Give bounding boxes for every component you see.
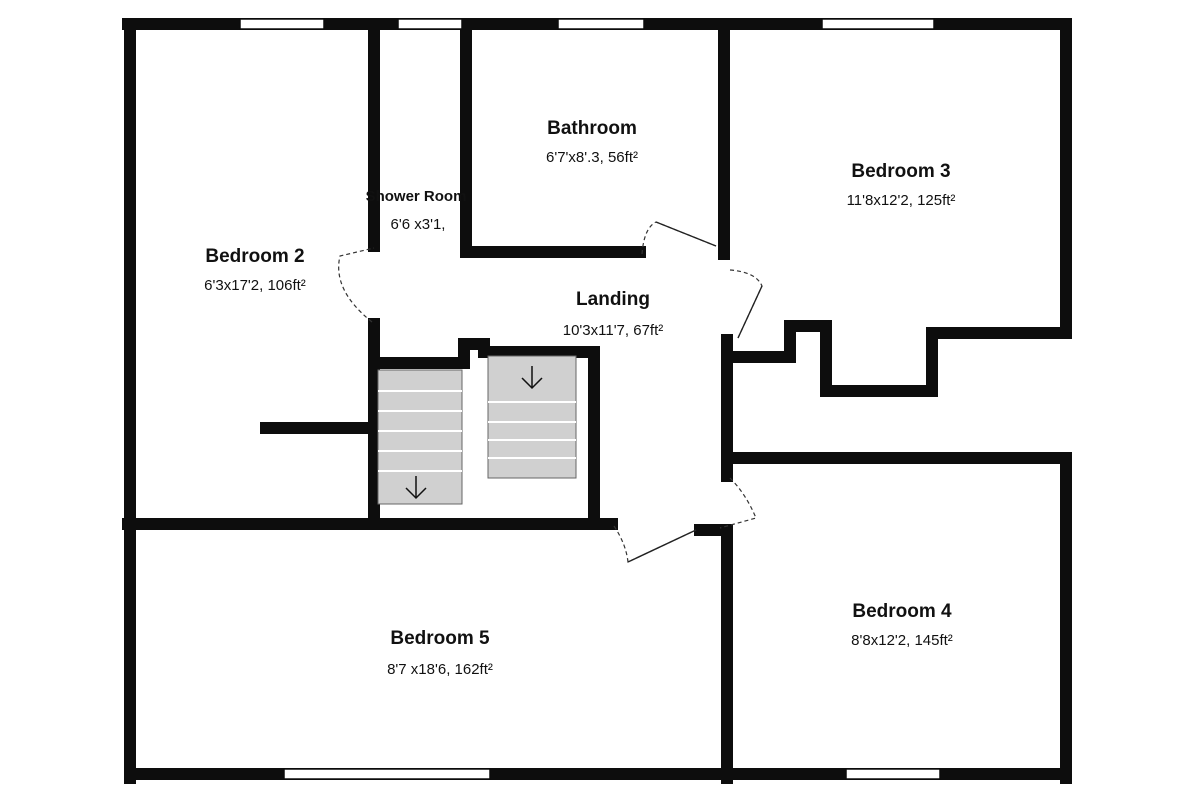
stairs-left-fill	[377, 369, 463, 505]
window-bedroom4	[845, 768, 941, 780]
room-label-bedroom-2: Bedroom 2 6'3x17'2, 106ft²	[204, 246, 306, 294]
door-leaf-bedroom5	[627, 529, 697, 563]
door-leaf-bathroom	[655, 221, 717, 247]
room-label-shower-room: Shower Room 6'6 x3'1,	[366, 188, 467, 233]
room-label-bedroom-4: Bedroom 4 8'8x12'2, 145ft²	[851, 601, 953, 649]
room-dimensions: 11'8x12'2, 125ft²	[847, 192, 956, 209]
arrow-down-icon	[405, 476, 427, 500]
room-dimensions: 8'8x12'2, 145ft²	[851, 632, 953, 649]
walls	[122, 18, 1072, 784]
door-bedroom3	[729, 269, 763, 339]
door-leaves	[627, 221, 763, 563]
room-label-bedroom-5: Bedroom 5 8'7 x18'6, 162ft²	[387, 628, 493, 678]
stair-enclosure-top	[368, 338, 600, 530]
room-name: Landing	[576, 289, 650, 310]
door-leaf-bedroom3	[737, 285, 763, 339]
partition-shower-bathroom	[460, 18, 646, 258]
stairs-right	[487, 355, 577, 479]
room-name: Bedroom 2	[205, 246, 304, 267]
stairs-left	[377, 369, 463, 505]
room-name: Bedroom 3	[851, 161, 950, 182]
room-dimensions: 6'7'x8'.3, 56ft²	[546, 149, 638, 166]
window-bedroom2	[239, 18, 325, 30]
room-label-landing: Landing 10'3x11'7, 67ft²	[563, 289, 664, 339]
room-name: Shower Room	[366, 188, 467, 205]
door-bathroom	[641, 221, 717, 255]
window-bedroom3	[821, 18, 935, 30]
room-dimensions: 6'6 x3'1,	[391, 216, 446, 233]
landing-right-wall-b	[694, 524, 733, 784]
room-label-bedroom-3: Bedroom 3 11'8x12'2, 125ft²	[847, 161, 956, 209]
room-dimensions: 10'3x11'7, 67ft²	[563, 322, 664, 339]
room-dimensions: 8'7 x18'6, 162ft²	[387, 661, 493, 678]
room-labels: Bedroom 2 6'3x17'2, 106ft² Shower Room 6…	[204, 118, 955, 678]
room-name: Bedroom 4	[852, 601, 952, 622]
window-shower	[397, 18, 463, 30]
room-name: Bedroom 5	[390, 628, 490, 649]
window-bathroom	[557, 18, 645, 30]
room-dimensions: 6'3x17'2, 106ft²	[204, 277, 306, 294]
room-label-bathroom: Bathroom 6'7'x8'.3, 56ft²	[546, 118, 638, 166]
windows	[239, 18, 941, 780]
arrow-down-icon	[521, 366, 543, 390]
room-name: Bathroom	[547, 118, 637, 139]
bedroom3-bottom-wall	[721, 320, 1072, 397]
window-bedroom5	[283, 768, 491, 780]
